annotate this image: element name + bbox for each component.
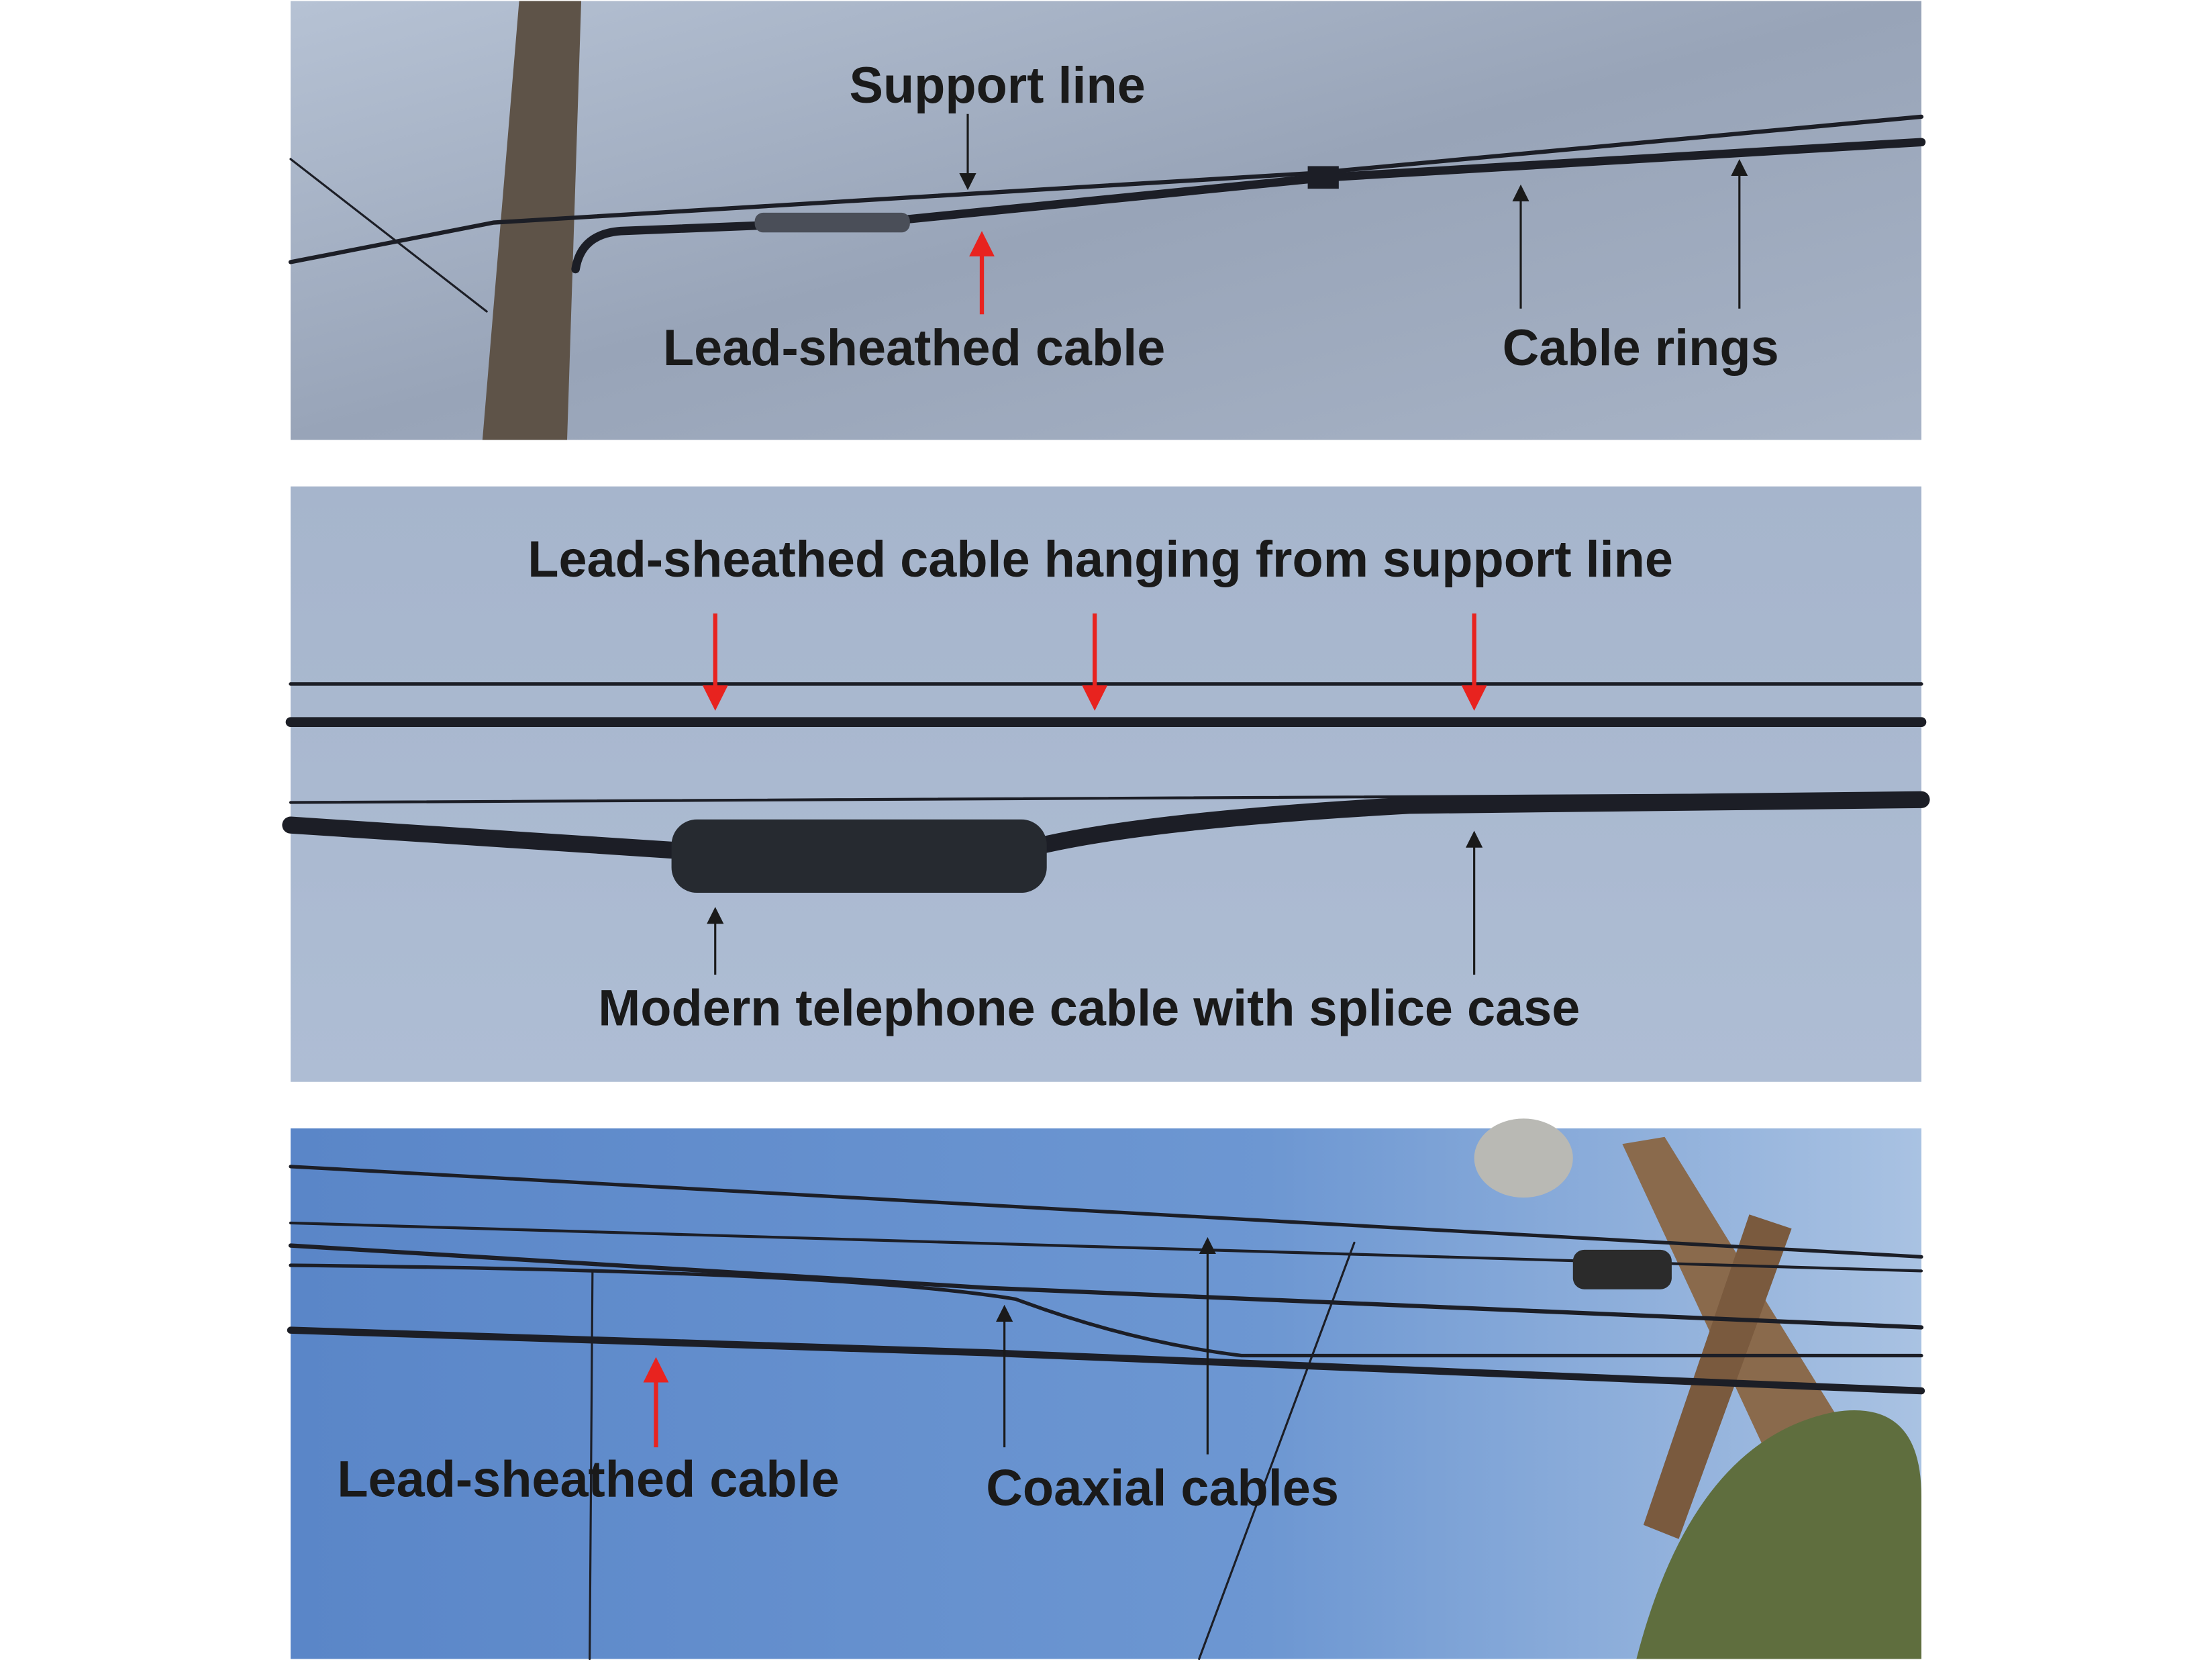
lead-sheathed-cable-wire — [287, 1326, 1925, 1395]
coaxial-cable-2 — [289, 1263, 1923, 1358]
label-lead-sheathed-cable: Lead-sheathed cable — [337, 1451, 839, 1508]
crossarm — [1643, 1214, 1792, 1539]
coaxial-cable-1 — [288, 1243, 1924, 1330]
label-support-line: Support line — [849, 57, 1145, 114]
panel-coaxial: Lead-sheathed cable Coaxial cables — [287, 1118, 1925, 1660]
lead-sheathed-cable-wire — [571, 138, 1926, 274]
sky-background — [291, 486, 1921, 1082]
satellite-dish — [1474, 1118, 1573, 1198]
tree-foliage — [1636, 1410, 1921, 1659]
splice-sleeve — [754, 212, 910, 233]
modern-telephone-cable — [282, 791, 1930, 859]
drop-wires — [589, 1241, 1356, 1660]
label-coaxial-cables: Coaxial cables — [986, 1459, 1339, 1516]
panel-splice-case: Lead-sheathed cable hanging from support… — [282, 486, 1930, 1082]
label-panel-title: Lead-sheathed cable hanging from support… — [527, 531, 1673, 588]
sky-background — [291, 1128, 1921, 1659]
label-lead-sheathed-cable: Lead-sheathed cable — [663, 320, 1165, 377]
label-cable-rings: Cable rings — [1503, 320, 1779, 377]
guy-wire — [289, 158, 488, 313]
support-line-wire — [288, 114, 1924, 264]
wire-top — [289, 1165, 1923, 1259]
label-modern-cable: Modern telephone cable with splice case — [598, 980, 1580, 1037]
splice-case — [671, 819, 1047, 893]
terminal-box — [1572, 1249, 1672, 1289]
clamp — [1307, 166, 1339, 189]
panel-overcast-pole: Support line Lead-sheathed cable Cable r… — [288, 1, 1926, 440]
